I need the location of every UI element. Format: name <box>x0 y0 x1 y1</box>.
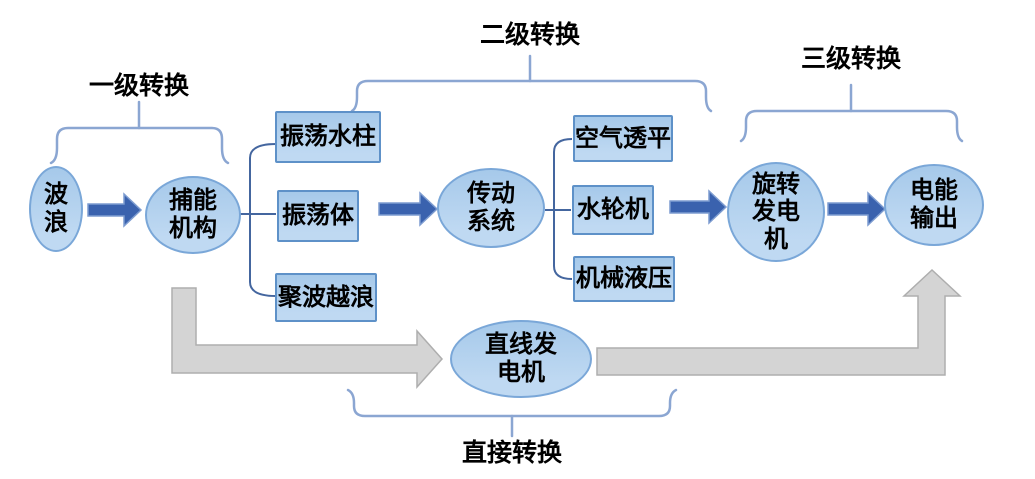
box-oscillating-body: 振荡体 <box>277 190 359 242</box>
box-overtopping: 聚波越浪 <box>275 273 377 322</box>
stage3-bracket <box>739 83 964 143</box>
capture-options-connector <box>240 143 277 297</box>
box-water-turbine: 水轮机 <box>572 185 654 235</box>
box-air-turbine: 空气透平 <box>573 115 673 162</box>
direct-label: 直接转换 <box>461 439 562 467</box>
box-mechanical-hydraulic: 机械液压 <box>573 256 675 302</box>
stage2-label: 二级转换 <box>479 21 580 49</box>
transmission-options-connector <box>545 138 573 280</box>
node-transmission-system: 传动系统 <box>437 168 545 248</box>
node-linear-generator: 直线发电机 <box>450 320 592 398</box>
node-power-output: 电能输出 <box>884 164 984 246</box>
rotary-to-output-arrow <box>827 191 887 227</box>
direct-bracket <box>346 388 678 438</box>
node-rotary-generator: 旋转发电机 <box>727 162 825 262</box>
node-wave: 波浪 <box>29 166 83 252</box>
stage2-bracket <box>350 54 713 113</box>
stage1-label: 一级转换 <box>88 72 189 100</box>
capture-to-linear-gray-arrow <box>171 287 444 389</box>
box-oscillating-water-column: 振荡水柱 <box>275 111 381 163</box>
wave-to-capture-arrow <box>87 192 143 228</box>
capture-to-transmission-arrow <box>378 191 439 227</box>
node-capture-mechanism: 捕能机构 <box>145 176 241 254</box>
linear-to-output-gray-arrow <box>596 268 962 376</box>
stage3-label: 三级转换 <box>800 45 901 73</box>
transmission-to-rotary-arrow <box>669 189 728 225</box>
stage1-bracket <box>49 100 230 165</box>
